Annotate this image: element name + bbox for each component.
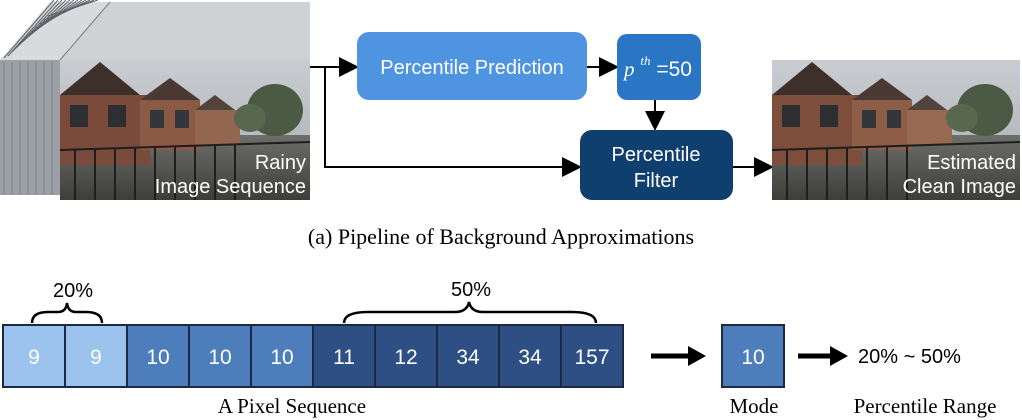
output-label-line1: Estimated (927, 152, 1016, 174)
p-value: =50 (656, 58, 692, 81)
sequence-cell (64, 324, 128, 388)
pipeline-connectors (310, 57, 774, 177)
filter-label-line2: Filter (634, 170, 679, 192)
p-value-box: p th =50 (617, 34, 701, 100)
input-label-line2: Image Sequence (155, 176, 306, 198)
sequence-cell-value: 9 (28, 346, 40, 369)
percentile-filter-box: Percentile Filter (580, 130, 733, 200)
brace-20-label: 20% (53, 280, 93, 302)
output-clean-image: Estimated Clean Image (771, 60, 1021, 200)
sequence-cell-value: 10 (146, 346, 169, 369)
sequence-cell-value: 9 (90, 346, 102, 369)
brace-50-percent: 50% (342, 279, 598, 324)
sequence-cell-value: 34 (456, 346, 480, 369)
pixel-sequence-label: A Pixel Sequence (218, 394, 366, 418)
sequence-cell-value: 11 (333, 346, 355, 369)
sequence-cell-value: 34 (518, 346, 542, 369)
sequence-cell-value: 12 (394, 346, 417, 369)
rainy-image (59, 60, 311, 200)
percentile-prediction-box: Percentile Prediction (357, 32, 587, 100)
sequence-cell (374, 324, 438, 388)
sequence-cell (498, 324, 562, 388)
svg-text:p th =50: p th =50 (622, 47, 692, 81)
right-arrow-icon (798, 346, 848, 366)
mode-box: 10 (721, 324, 785, 388)
prediction-label: Percentile Prediction (380, 57, 563, 79)
sequence-cell (560, 324, 624, 388)
percentile-range-value: 20% ~ 50% (858, 346, 961, 368)
arrow-to-filter (324, 67, 582, 177)
mode-value: 10 (741, 346, 764, 369)
percentile-range-label: Percentile Range (854, 394, 997, 418)
input-image-stack: Rainy Image Sequence (0, 0, 311, 200)
sequence-cell-value: 10 (270, 346, 293, 369)
mode-label: Mode (730, 394, 779, 418)
sequence-cell (126, 324, 190, 388)
p-symbol: p (622, 57, 635, 81)
brace-50-label: 50% (451, 279, 491, 301)
input-label-line1: Rainy (255, 152, 306, 174)
sequence-cell (2, 324, 66, 388)
sequence-cell (312, 324, 376, 388)
output-label-line2: Clean Image (903, 176, 1016, 198)
right-arrow-icon (651, 346, 706, 366)
sequence-cell (188, 324, 252, 388)
pixel-sequence: 9 9 10 10 10 11 12 34 34 157 (2, 324, 624, 388)
pipeline-caption: (a) Pipeline of Background Approximation… (308, 224, 694, 249)
sequence-cell-value: 157 (574, 346, 609, 369)
p-superscript: th (640, 53, 650, 68)
brace-20-percent: 20% (30, 280, 104, 324)
stack-edges (0, 0, 310, 195)
filter-label-line1: Percentile (612, 144, 701, 166)
sequence-cell-value: 10 (208, 346, 231, 369)
